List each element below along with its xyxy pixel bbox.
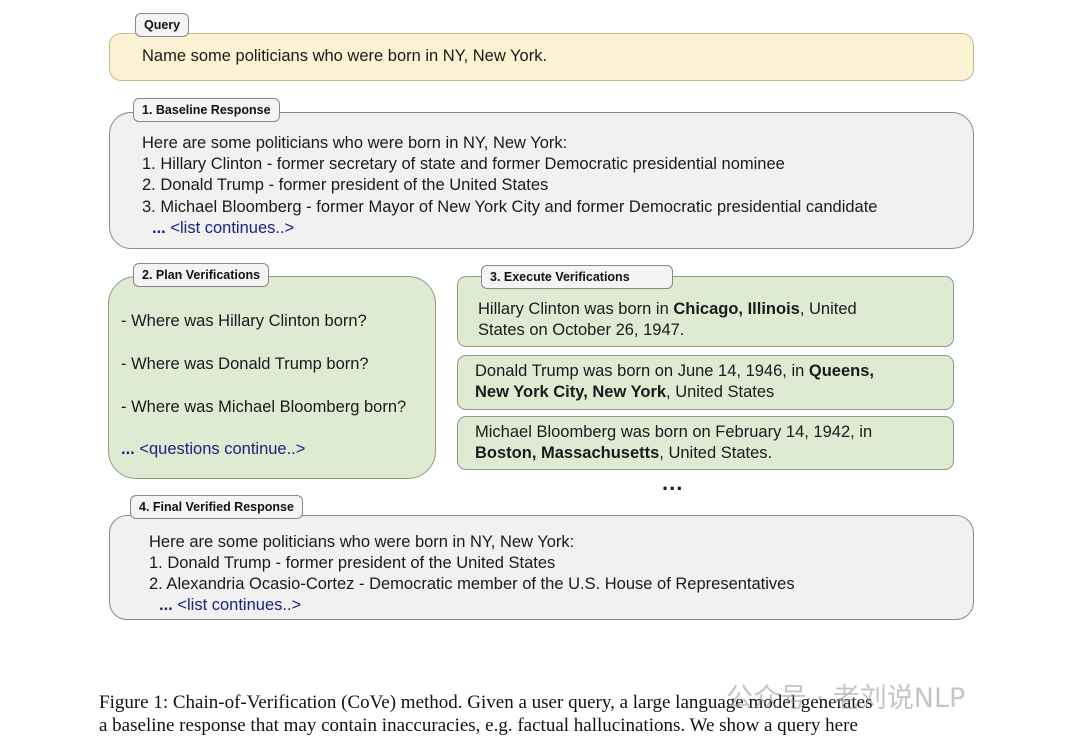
baseline-item: 2. Donald Trump - former president of th… xyxy=(142,176,549,194)
more-verifications-ellipsis: ... xyxy=(662,470,684,495)
ellipsis: ... xyxy=(121,440,135,458)
baseline-response-box xyxy=(109,112,974,249)
plan-continues: ... <questions continue..> xyxy=(121,439,305,461)
execute-answer-line: States on October 26, 1947. xyxy=(478,321,685,339)
continues-text: <questions continue..> xyxy=(139,440,306,458)
execute-answer-line: Boston, Massachusetts, United States. xyxy=(475,444,773,462)
ellipsis: ... xyxy=(159,596,173,614)
plan-verifications-box xyxy=(108,276,436,479)
final-response-tag: 4. Final Verified Response xyxy=(130,495,303,519)
final-continues: ... <list continues..> xyxy=(159,595,301,617)
continues-text: <list continues..> xyxy=(170,219,295,237)
final-intro: Here are some politicians who were born … xyxy=(149,533,575,551)
plan-verifications-tag: 2. Plan Verifications xyxy=(133,263,270,287)
execute-verifications-tag: 3. Execute Verifications xyxy=(481,265,673,289)
final-response-box xyxy=(109,515,974,620)
figure-caption-line: Figure 1: Chain-of-Verification (CoVe) m… xyxy=(99,692,873,713)
baseline-intro: Here are some politicians who were born … xyxy=(142,134,568,152)
baseline-item: 3. Michael Bloomberg - former Mayor of N… xyxy=(142,198,878,216)
baseline-response-tag: 1. Baseline Response xyxy=(133,98,280,122)
final-item: 2. Alexandria Ocasio-Cortez - Democratic… xyxy=(149,575,795,593)
execute-answer-line: Hillary Clinton was born in Chicago, Ill… xyxy=(478,300,857,318)
final-item: 1. Donald Trump - former president of th… xyxy=(149,554,556,572)
plan-question: - Where was Donald Trump born? xyxy=(121,355,369,373)
baseline-continues: ... <list continues..> xyxy=(152,218,294,240)
execute-answer-line: Michael Bloomberg was born on February 1… xyxy=(475,423,873,441)
baseline-item: 1. Hillary Clinton - former secretary of… xyxy=(142,155,785,173)
query-box xyxy=(109,33,974,81)
continues-text: <list continues..> xyxy=(177,596,302,614)
watermark: 公众号 · 老刘说NLP xyxy=(726,683,966,714)
ellipsis: ... xyxy=(152,219,166,237)
execute-answer-line: Donald Trump was born on June 14, 1946, … xyxy=(475,362,874,380)
plan-question: - Where was Michael Bloomberg born? xyxy=(121,398,407,416)
execute-answer-box xyxy=(457,355,954,410)
figure-caption-line: a baseline response that may contain ina… xyxy=(99,715,858,736)
query-text: Name some politicians who were born in N… xyxy=(142,47,548,65)
execute-answer-line: New York City, New York, United States xyxy=(475,383,775,401)
query-tag: Query xyxy=(135,13,190,37)
execute-answer-box xyxy=(457,416,954,470)
plan-question: - Where was Hillary Clinton born? xyxy=(121,312,367,330)
